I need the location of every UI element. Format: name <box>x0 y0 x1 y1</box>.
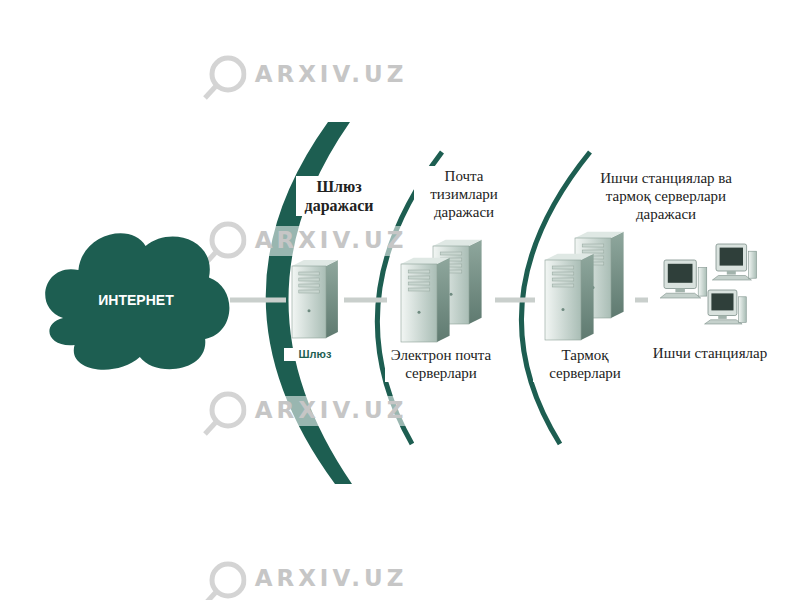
server-tower <box>292 260 338 338</box>
workstation <box>705 290 747 324</box>
network-line <box>230 298 286 303</box>
workstation <box>660 260 707 298</box>
watermark: ARXIV.UZ <box>246 60 416 90</box>
server-node: Ишчи станциялар <box>646 238 774 362</box>
level-label: Шлюз даражаси <box>296 176 382 216</box>
server-label: Электрон почта серверлари <box>385 346 497 382</box>
server-tower <box>545 254 594 340</box>
server-node: Шлюз <box>284 258 346 361</box>
cloud-label: ИНТЕРНЕТ <box>98 292 173 308</box>
internet-cloud: ИНТЕРНЕТ <box>40 225 232 375</box>
server-icon <box>646 238 774 342</box>
network-line <box>635 298 648 303</box>
level-label: Почта тизимлари даражаси <box>414 166 514 222</box>
watermark: ARXIV.UZ <box>246 396 416 426</box>
server-label: Тармоқ серверлари <box>533 346 637 382</box>
server-icon <box>284 258 346 342</box>
server-node: Тармоқ серверлари <box>533 230 637 382</box>
watermark: ARXIV.UZ <box>246 564 416 594</box>
network-line <box>344 298 387 303</box>
network-line <box>495 298 535 303</box>
server-tower <box>401 258 450 342</box>
watermark: ARXIV.UZ <box>246 226 416 256</box>
level-label: Ишчи станциялар ва тармоқ серверлари дар… <box>582 168 750 224</box>
server-label: Шлюз <box>284 348 346 361</box>
server-icon <box>533 230 637 344</box>
server-label: Ишчи станциялар <box>646 344 774 362</box>
workstation <box>712 244 756 280</box>
server-node: Электрон почта серверлари <box>385 236 497 382</box>
